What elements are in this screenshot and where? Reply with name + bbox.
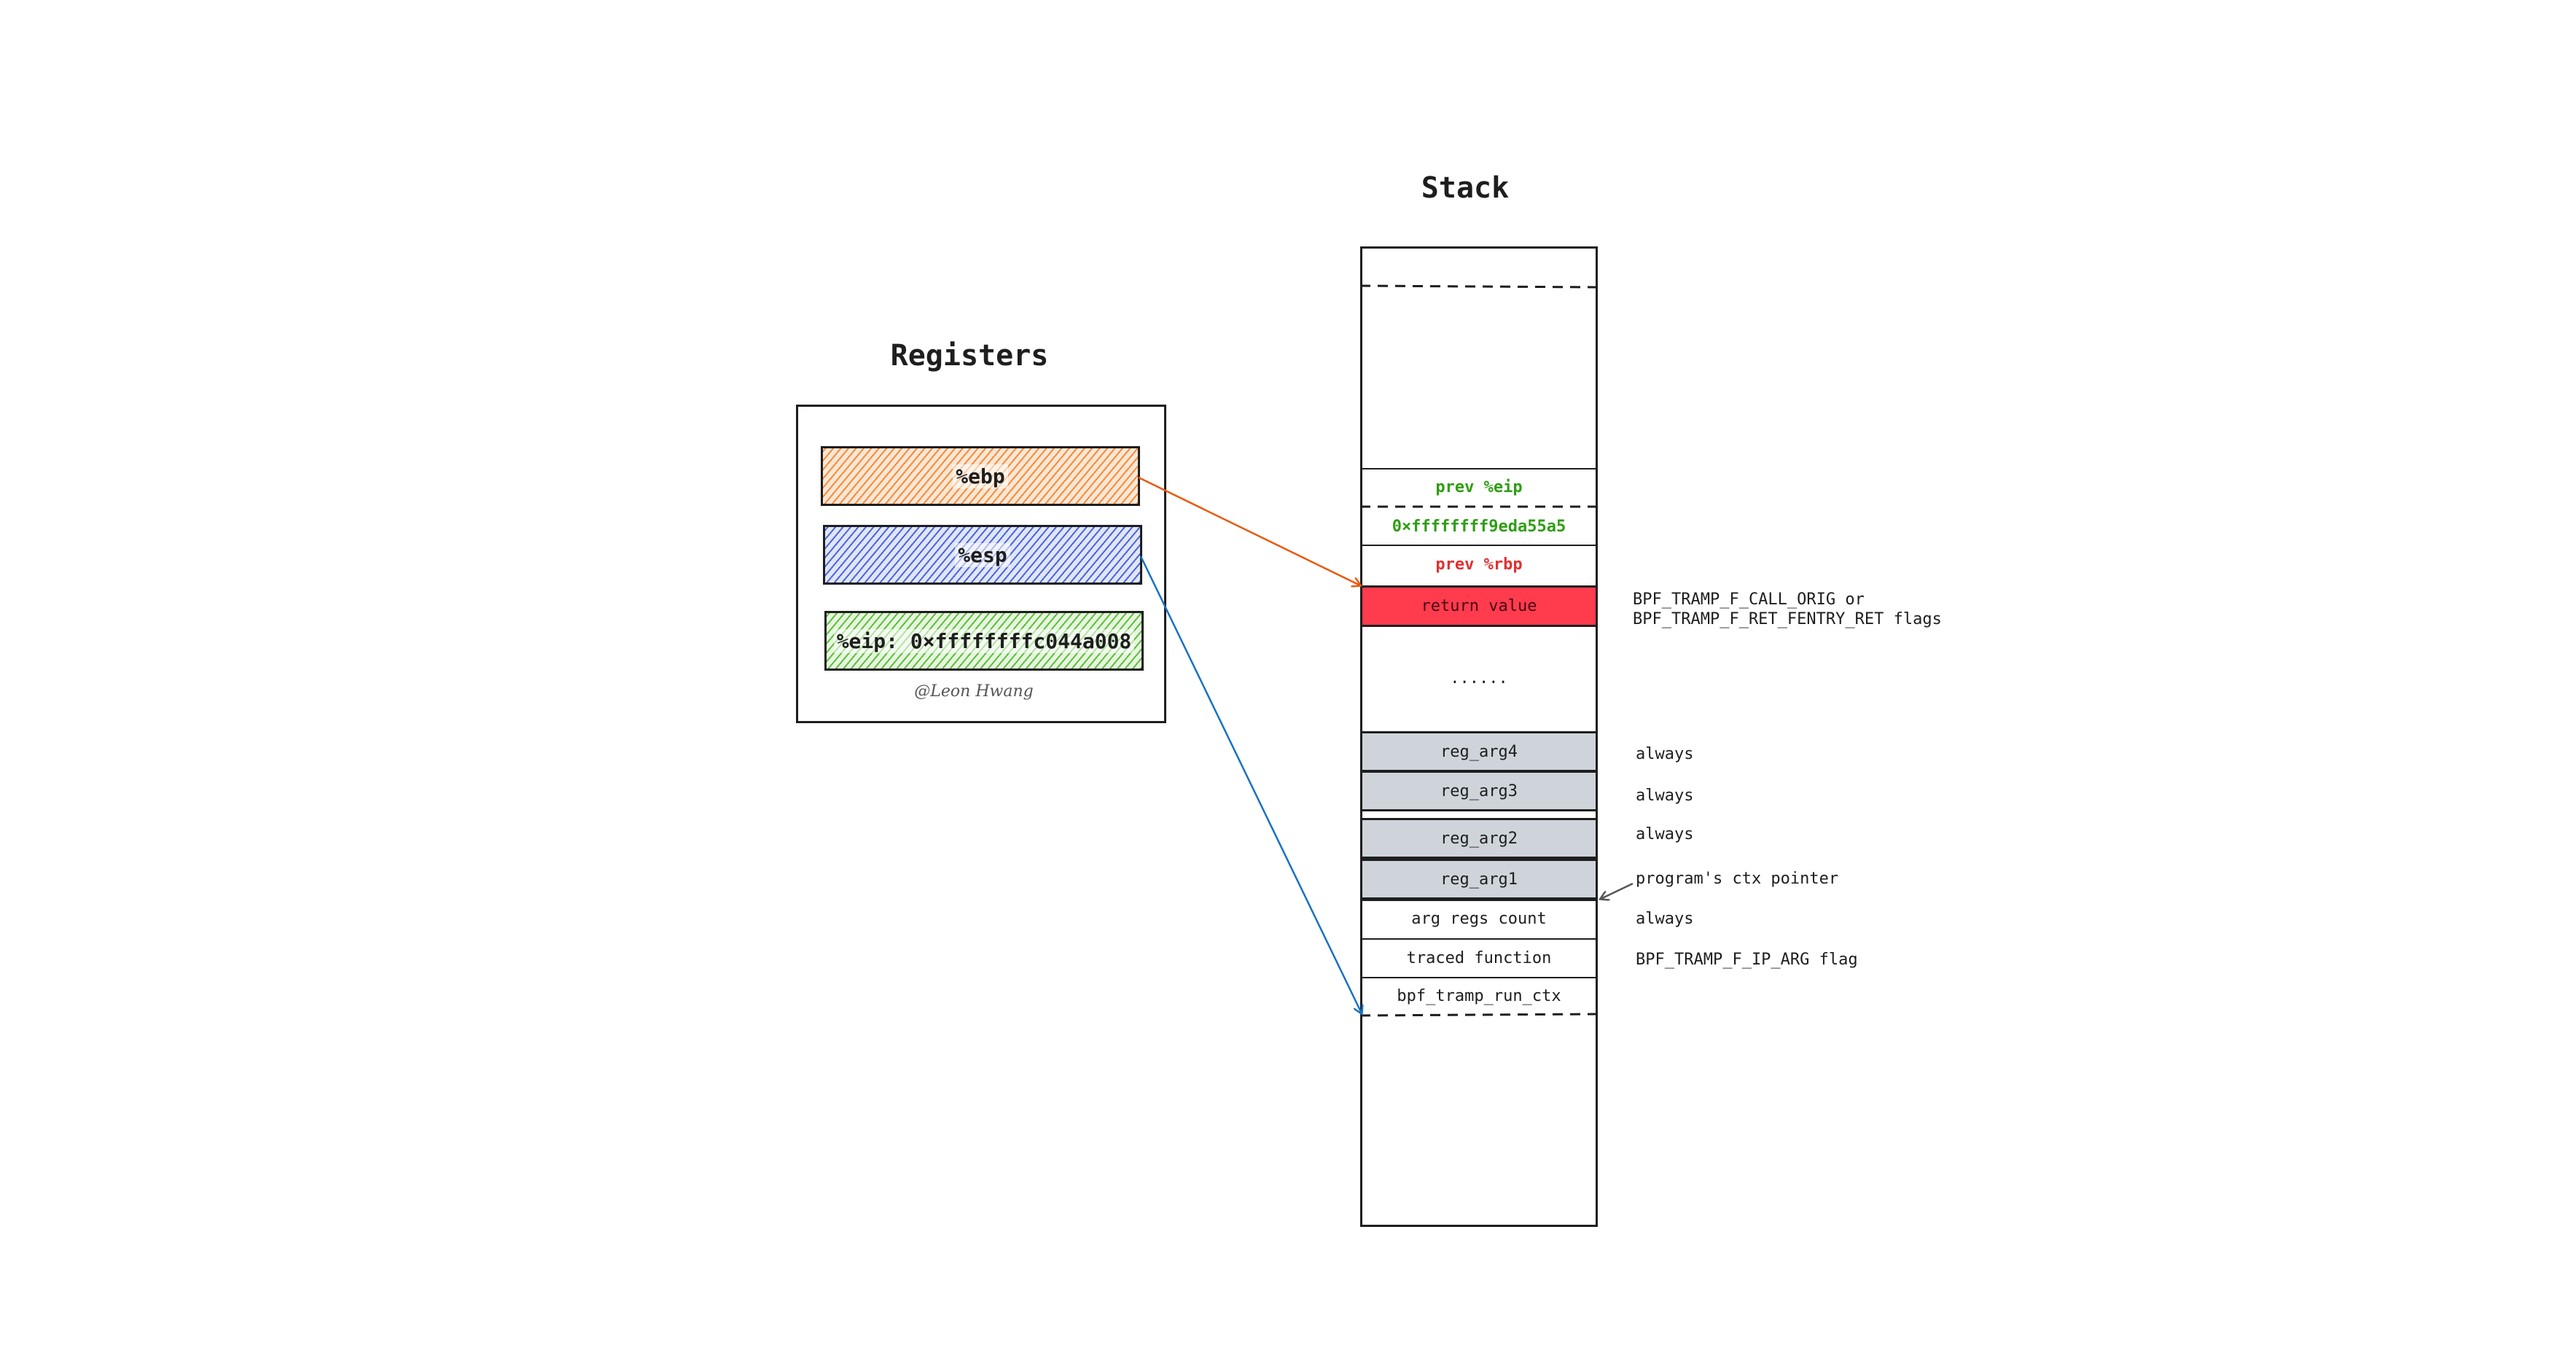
note-traced-function: BPF_TRAMP_F_IP_ARG flag (1636, 951, 1858, 969)
registers-panel (796, 405, 1166, 723)
stack-reg-arg3: reg_arg3 (1360, 771, 1598, 811)
ebp-register: %ebp (821, 446, 1140, 506)
stack-prev-eip-value: 0×ffffffff9eda55a5 (1392, 517, 1566, 536)
stack-prev-eip: prev %eip (1435, 478, 1523, 496)
stack-arg-regs-count: arg regs count (1411, 909, 1547, 928)
ebp-label: %ebp (953, 464, 1008, 488)
stack-reg-arg1: reg_arg1 (1360, 859, 1598, 900)
esp-label: %esp (955, 542, 1010, 567)
note-reg-arg3: always (1636, 787, 1694, 805)
stack-return-value: return value (1360, 585, 1598, 627)
note-return-value-line2: BPF_TRAMP_F_RET_FENTRY_RET flags (1633, 610, 1942, 628)
registers-title: Registers (890, 339, 1049, 373)
note-reg-arg1: program's ctx pointer (1636, 870, 1839, 888)
stack-title: Stack (1421, 171, 1510, 205)
note-arg-regs-count: always (1636, 910, 1694, 928)
author-signature: @Leon Hwang (914, 682, 1034, 701)
esp-register: %esp (823, 525, 1142, 585)
esp-arrow (1139, 556, 1362, 1013)
note-return-value-line1: BPF_TRAMP_F_CALL_ORIG or (1633, 590, 1865, 609)
stack-dash-bottom (1359, 1013, 1599, 1017)
stack-prev-rbp: prev %rbp (1435, 555, 1523, 574)
stack-ellipsis: ...... (1450, 669, 1508, 687)
stack-traced-function: traced function (1406, 948, 1552, 967)
note-reg-arg2: always (1636, 825, 1694, 843)
stack-dash-top (1359, 284, 1599, 289)
note-return-value: BPF_TRAMP_F_CALL_ORIG or BPF_TRAMP_F_RET… (1633, 590, 1942, 629)
stack-reg-arg4: reg_arg4 (1360, 731, 1598, 772)
ctx-pointer-arrow (1601, 882, 1634, 899)
stack-reg-arg2: reg_arg2 (1360, 818, 1598, 859)
eip-label: %eip: 0×ffffffffc044a008 (833, 628, 1135, 653)
note-reg-arg4: always (1636, 745, 1694, 763)
ebp-arrow (1138, 476, 1360, 585)
stack-bpf-tramp-run-ctx: bpf_tramp_run_ctx (1397, 986, 1561, 1005)
eip-register: %eip: 0×ffffffffc044a008 (824, 611, 1144, 671)
